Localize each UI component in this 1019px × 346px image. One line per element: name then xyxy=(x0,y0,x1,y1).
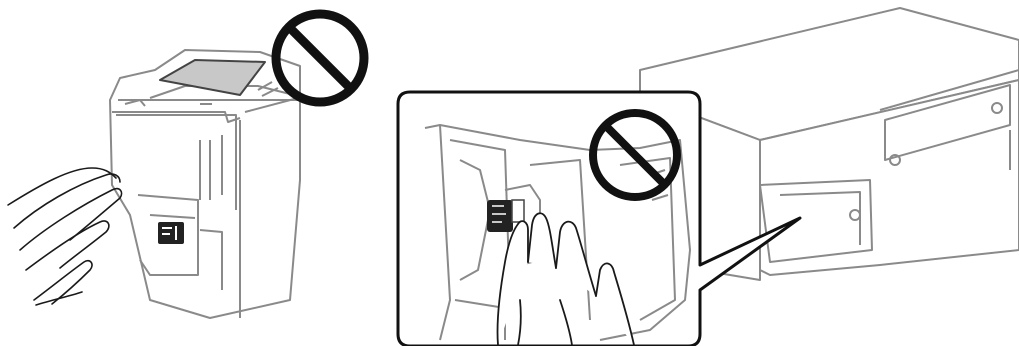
prohibition-icon xyxy=(276,14,364,102)
chip-icon xyxy=(158,222,184,244)
hand-icon xyxy=(8,168,122,305)
maintenance-box-illustration xyxy=(110,50,300,318)
